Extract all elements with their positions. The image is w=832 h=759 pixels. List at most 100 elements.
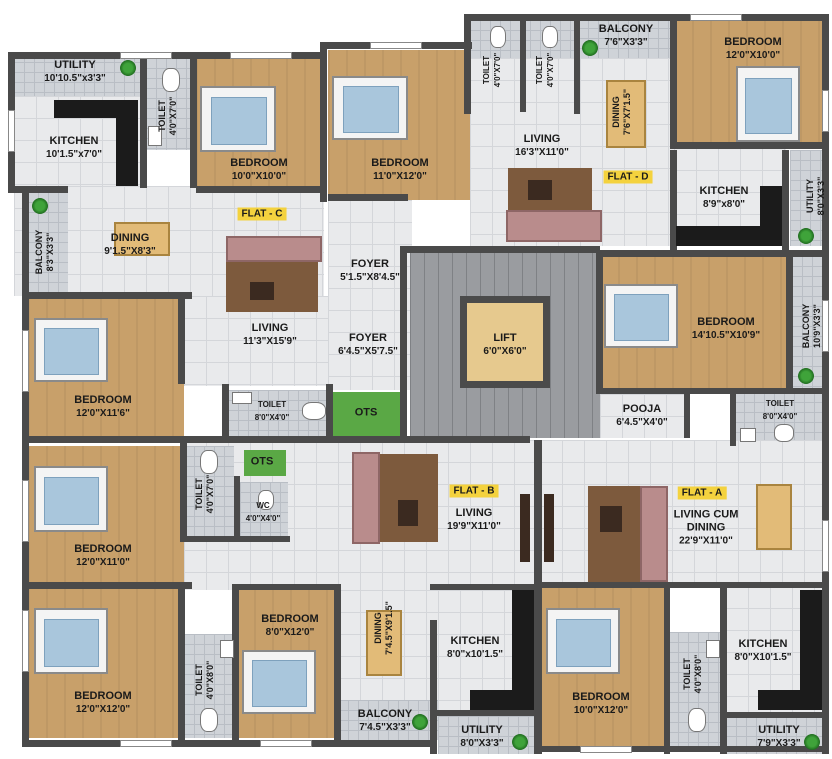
wall	[464, 14, 471, 114]
bed	[34, 608, 108, 674]
wall	[534, 440, 542, 754]
room-label-ots-lower: OTS	[250, 455, 274, 468]
wall	[684, 394, 690, 438]
plant-icon	[412, 714, 428, 730]
plant-icon	[798, 228, 814, 244]
flat-b-tag: FLAT - B	[449, 484, 499, 498]
kitchen-counter	[470, 690, 534, 710]
flat-d-tag: FLAT - D	[603, 170, 653, 184]
wall	[232, 584, 239, 742]
top-margin	[0, 0, 832, 18]
sink	[706, 640, 720, 658]
wall	[596, 250, 828, 257]
mattress	[745, 78, 792, 135]
ots-upper	[332, 392, 404, 436]
sofa	[640, 486, 668, 582]
sink	[740, 428, 756, 442]
plant-icon	[32, 198, 48, 214]
wall	[22, 292, 192, 299]
window	[690, 14, 742, 21]
plant-icon	[804, 734, 820, 750]
wall	[464, 14, 828, 21]
mattress	[252, 660, 307, 708]
plant-icon	[582, 40, 598, 56]
mattress	[44, 476, 99, 526]
wall	[178, 292, 185, 384]
plant-icon	[512, 734, 528, 750]
window	[580, 746, 632, 753]
wall	[410, 436, 530, 443]
wall	[670, 150, 677, 250]
wall	[430, 620, 437, 754]
wall	[22, 186, 29, 746]
a-bedroom1-floor	[600, 256, 790, 390]
plant-icon	[120, 60, 136, 76]
sofa	[506, 210, 602, 242]
window	[22, 610, 29, 672]
wall	[328, 194, 408, 201]
wall	[196, 186, 322, 193]
wall	[222, 384, 229, 440]
wall	[430, 710, 538, 716]
mattress	[614, 294, 669, 342]
bed	[604, 284, 678, 348]
toilet-fixture	[490, 26, 506, 48]
wall	[720, 582, 828, 588]
wall	[22, 582, 192, 589]
wall	[574, 14, 580, 114]
wall	[730, 390, 736, 446]
toilet-fixture	[258, 490, 274, 510]
bed	[34, 318, 108, 382]
bed	[34, 466, 108, 532]
wall	[430, 584, 538, 590]
wall	[22, 740, 432, 747]
sink	[220, 640, 234, 658]
wall	[326, 384, 333, 440]
flat-c-tag: FLAT - C	[237, 207, 287, 221]
sofa	[226, 236, 322, 262]
wall	[178, 582, 185, 742]
window	[822, 520, 829, 572]
mattress	[556, 618, 611, 668]
toilet-fixture	[162, 68, 180, 92]
plant-icon	[798, 368, 814, 384]
wall	[400, 246, 600, 253]
toilet-fixture	[200, 450, 218, 474]
kitchen-counter	[512, 590, 534, 710]
dining-table	[756, 484, 792, 550]
window	[22, 330, 29, 392]
mattress	[210, 96, 267, 146]
sofa	[352, 452, 380, 544]
toilet-fixture	[542, 26, 558, 48]
lift-shaft	[460, 296, 550, 388]
bed	[242, 650, 316, 714]
wall	[540, 746, 828, 752]
kitchen-counter	[760, 186, 782, 246]
bed	[200, 86, 276, 152]
tv-unit	[544, 494, 554, 562]
bed	[332, 76, 408, 140]
wall	[520, 20, 526, 112]
